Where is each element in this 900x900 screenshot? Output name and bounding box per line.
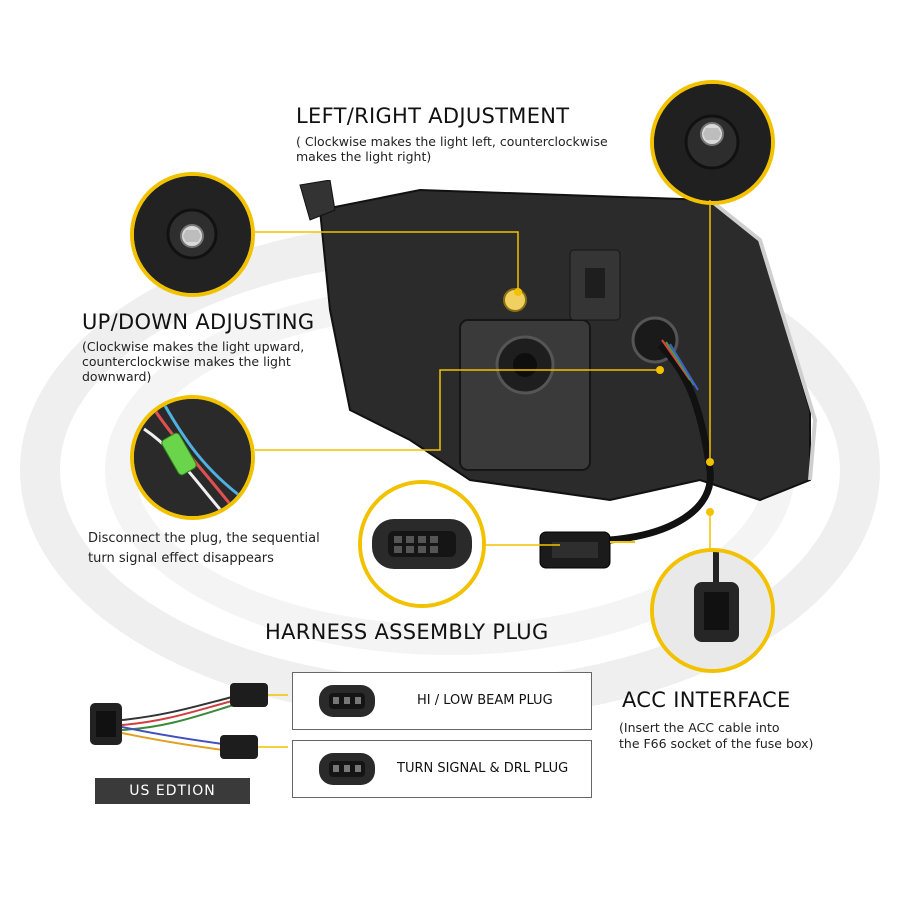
left-right-note-line2: makes the light right) <box>296 149 432 164</box>
acc-interface-closeup <box>650 548 775 673</box>
screw-icon <box>654 84 771 201</box>
harness-plug-closeup <box>358 480 486 608</box>
turn-signal-drl-plug-box: TURN SIGNAL & DRL PLUG <box>292 740 592 798</box>
acc-note-line1: (Insert the ACC cable into <box>619 720 780 735</box>
left-right-note-line1: ( Clockwise makes the light left, counte… <box>296 134 608 149</box>
plug-socket-icon <box>362 484 482 604</box>
us-edition-badge: US EDTION <box>95 778 250 804</box>
plug-icon <box>319 753 375 785</box>
plug-note-line2: turn signal effect disappears <box>88 551 274 566</box>
left-right-title: LEFT/RIGHT ADJUSTMENT <box>296 104 570 128</box>
up-down-adjuster-closeup <box>130 172 255 297</box>
acc-note-line2: the F66 socket of the fuse box) <box>619 736 814 751</box>
turn-signal-drl-plug-label: TURN SIGNAL & DRL PLUG <box>397 761 569 776</box>
screw-icon <box>134 176 251 293</box>
left-right-adjuster-closeup <box>650 80 775 205</box>
up-down-note-line3: downward) <box>82 369 152 384</box>
harness-title: HARNESS ASSEMBLY PLUG <box>265 620 549 644</box>
up-down-note-line1: (Clockwise makes the light upward, <box>82 339 305 354</box>
harness-cable <box>90 683 288 759</box>
up-down-note-line2: counterclockwise makes the light <box>82 354 291 369</box>
acc-title: ACC INTERFACE <box>622 688 791 712</box>
hi-low-beam-plug-box: HI / LOW BEAM PLUG <box>292 672 592 730</box>
wire-plug-icon <box>134 399 251 516</box>
headlight-housing <box>299 180 818 569</box>
plug-note-line1: Disconnect the plug, the sequential <box>88 531 320 546</box>
hi-low-beam-plug-label: HI / LOW BEAM PLUG <box>417 693 553 708</box>
sequential-plug-closeup <box>130 395 255 520</box>
up-down-title: UP/DOWN ADJUSTING <box>82 310 315 334</box>
plug-icon <box>319 685 375 717</box>
acc-connector-icon <box>654 552 771 669</box>
